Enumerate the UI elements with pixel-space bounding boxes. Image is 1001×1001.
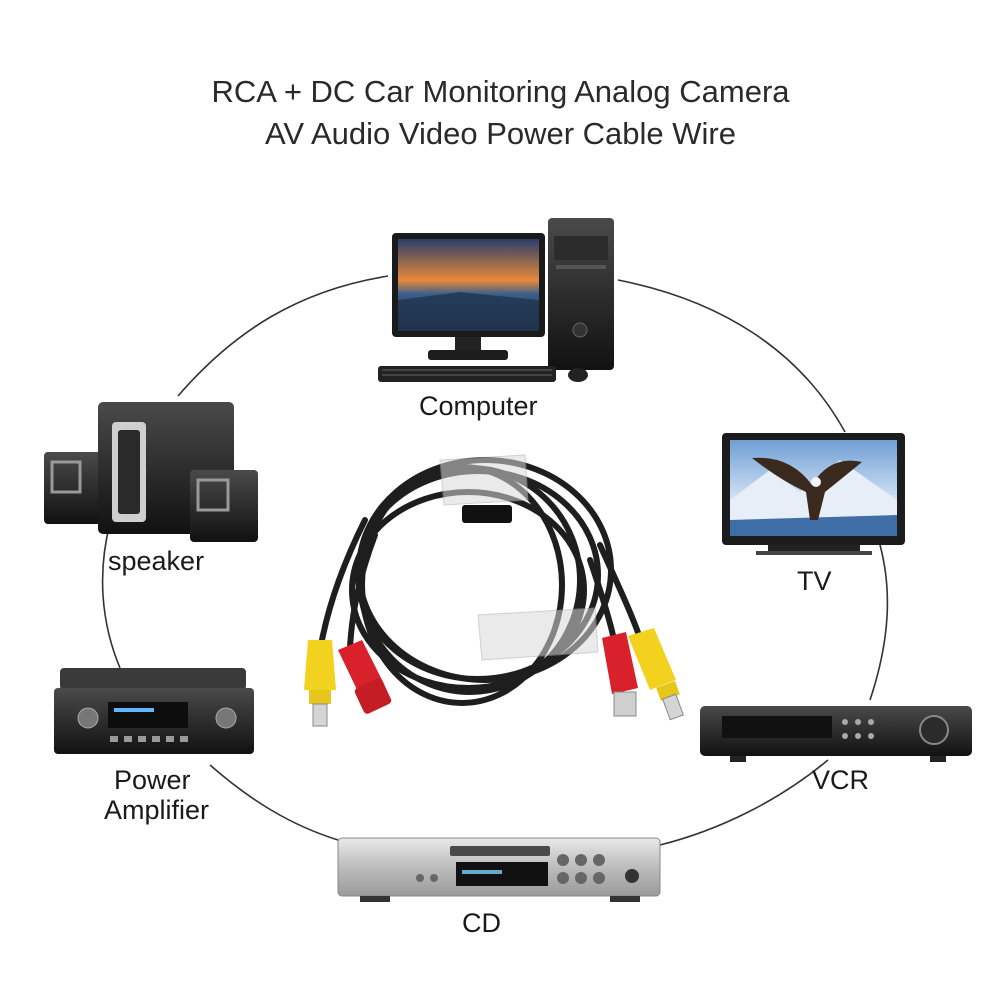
power-amplifier-label-line-1: Power [114, 765, 191, 795]
rca-yellow-plug-left [304, 640, 336, 727]
dc-red-plug-left [338, 640, 392, 714]
title-line-1: RCA + DC Car Monitoring Analog Camera [211, 74, 790, 109]
title-line-2: AV Audio Video Power Cable Wire [265, 116, 736, 151]
av-cable-icon [304, 454, 684, 727]
tv-icon [722, 433, 905, 555]
computer-icon [378, 218, 614, 382]
dc-red-plug-right [602, 632, 638, 717]
cd-player-icon [337, 837, 661, 902]
connection-circle [101, 275, 889, 846]
rca-yellow-plug-right [628, 628, 684, 721]
vcr-icon [700, 706, 972, 762]
tv-label: TV [797, 566, 832, 596]
computer-label: Computer [419, 391, 538, 421]
speaker-icon [44, 402, 258, 542]
cd-label: CD [462, 908, 501, 938]
vcr-label: VCR [812, 765, 870, 795]
power-amplifier-label-line-2: Amplifier [104, 795, 210, 825]
power-amplifier-icon [54, 668, 254, 754]
speaker-label: speaker [108, 546, 205, 576]
